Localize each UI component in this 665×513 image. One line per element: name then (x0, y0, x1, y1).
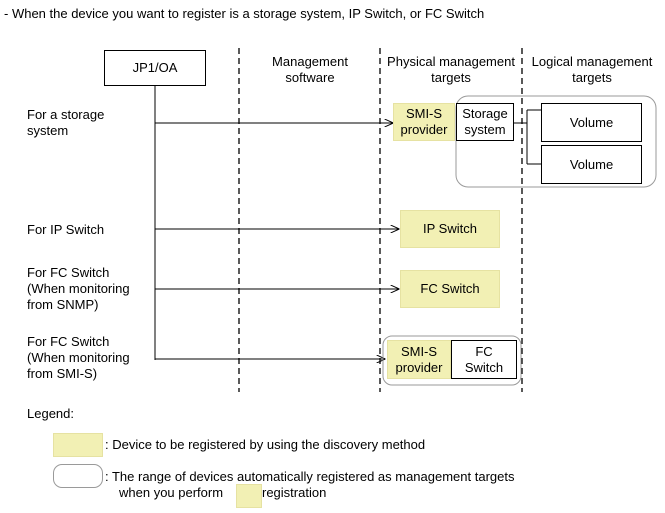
legend-range-text-line1: : The range of devices automatically reg… (105, 469, 515, 484)
column-heading-physical-targets: Physical management targets (380, 54, 522, 86)
smis-provider-node: SMI-S provider (393, 103, 455, 141)
legend-swatch-range (53, 464, 103, 488)
storage-system-line1: Storage (462, 106, 508, 121)
auto-range-fc-switch (382, 335, 522, 386)
legend-inline-swatch (236, 484, 262, 508)
fc-switch-smis-line2: Switch (464, 359, 504, 375)
jp1-oa-box: JP1/OA (104, 50, 206, 86)
legend-title: Legend: (27, 406, 74, 421)
page-heading: - When the device you want to register i… (4, 6, 485, 21)
row-label-storage-line1: For a storage (27, 107, 105, 122)
row-label-fc-snmp-line3: from SNMP) (27, 297, 99, 312)
storage-system-line2: system (464, 122, 506, 137)
volume-node-1: Volume (541, 103, 642, 142)
row-label-fc-smis-line1: For FC Switch (27, 334, 110, 349)
fc-switch-smis-line1: FC (475, 343, 493, 359)
legend-swatch-discovery (53, 433, 103, 457)
mgmt-heading-line2: software (285, 70, 335, 85)
row-label-fc-smis-line2: (When monitoring (27, 350, 130, 365)
auto-range-storage (455, 95, 657, 188)
row-label-ip-switch: For IP Switch (27, 222, 105, 237)
smis-provider-fc-line2: provider (395, 359, 443, 375)
storage-system-node: Storage system (456, 103, 514, 141)
volume-node-2: Volume (541, 145, 642, 184)
ip-switch-node: IP Switch (400, 210, 500, 248)
fc-switch-node: FC Switch (400, 270, 500, 308)
smis-provider-line1: SMI-S (405, 106, 443, 121)
row-label-fc-snmp-line1: For FC Switch (27, 265, 110, 280)
legend-range-text-line2b: registration (262, 485, 327, 500)
legend-range-text-line2a: when you perform (119, 485, 224, 500)
fc-switch-node-smis: FC Switch (451, 340, 517, 379)
smis-provider-line2: provider (400, 122, 448, 137)
row-label-fc-switch-snmp: For FC Switch (When monitoring from SNMP… (27, 265, 130, 313)
column-heading-management-software: Management software (250, 54, 370, 86)
smis-provider-fc-line1: SMI-S (400, 343, 438, 359)
physical-heading-line1: Physical management (387, 54, 515, 69)
smis-provider-node-fc: SMI-S provider (387, 340, 451, 379)
row-label-fc-smis-line3: from SMI-S) (27, 366, 98, 381)
column-heading-logical-targets: Logical management targets (524, 54, 660, 86)
mgmt-heading-line1: Management (272, 54, 348, 69)
row-label-storage-line2: system (27, 123, 69, 138)
row-label-fc-switch-smis: For FC Switch (When monitoring from SMI-… (27, 334, 130, 382)
logical-heading-line2: targets (572, 70, 612, 85)
row-label-storage: For a storage system (27, 107, 104, 139)
legend-discovery-text: : Device to be registered by using the d… (105, 437, 426, 452)
row-label-fc-snmp-line2: (When monitoring (27, 281, 130, 296)
logical-heading-line1: Logical management (531, 54, 653, 69)
physical-heading-line2: targets (431, 70, 471, 85)
